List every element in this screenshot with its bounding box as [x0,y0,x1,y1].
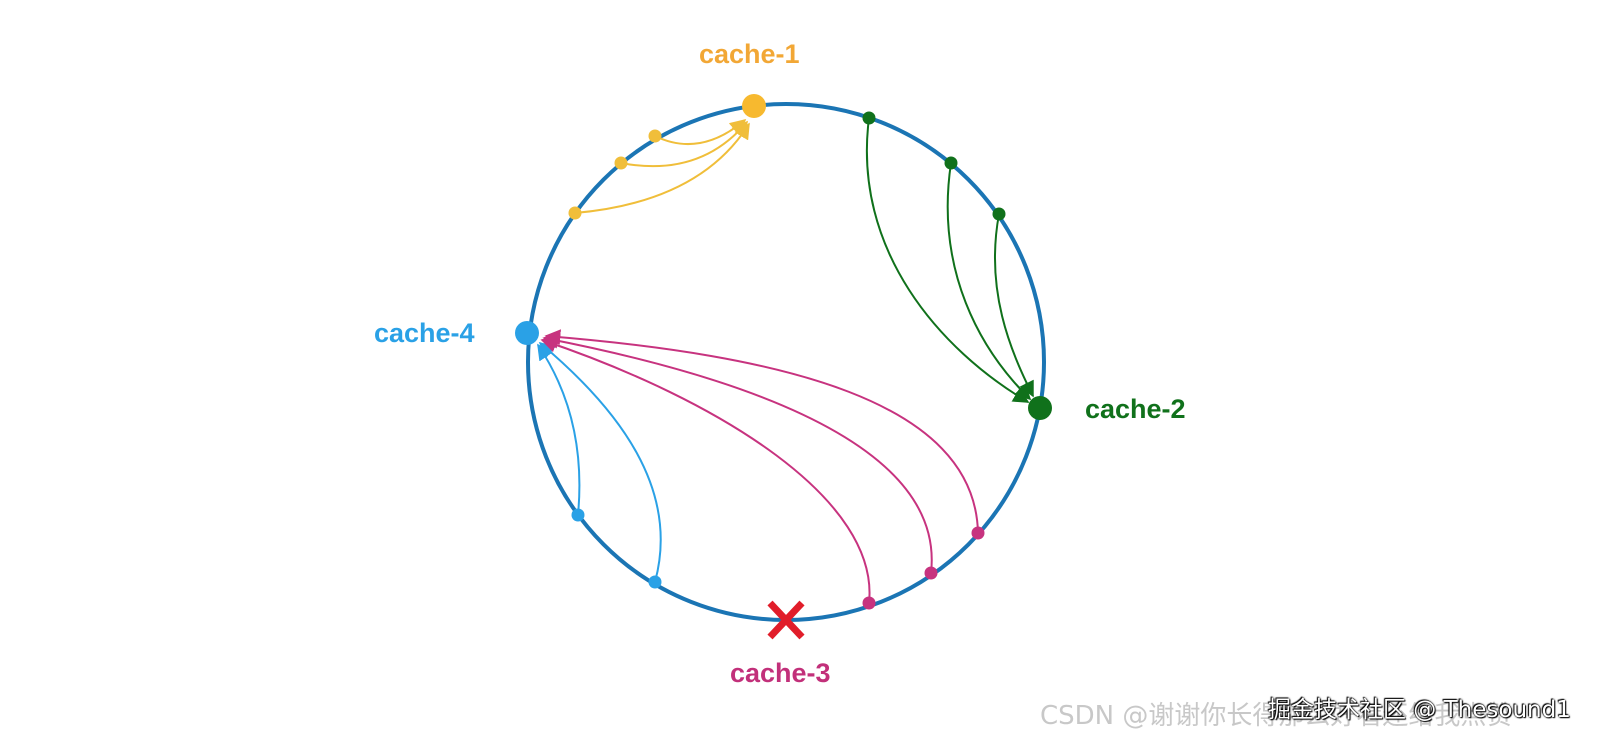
key-group-cache-4-pink [540,329,979,604]
key-mapping-arrow [993,213,1034,398]
cache-4-label: cache-4 [374,318,475,348]
key-dot [924,566,938,580]
key-mapping-arrow [946,162,1032,401]
cache-node-4 [515,321,539,345]
key-dot [614,156,628,170]
key-mapping-arrow [865,117,1030,403]
cache-node-2 [1028,396,1052,420]
key-dot [944,156,958,170]
key-mapping-arrow [574,122,750,214]
cache-node-1 [742,94,766,118]
key-dot [568,206,582,220]
key-dot [648,129,662,143]
juejin-watermark: 掘金技术社区 @ Thesound1 [1268,697,1571,723]
key-mapping-arrow [544,329,979,534]
cross-icon [767,600,805,640]
key-mapping-arrow [537,343,581,516]
hash-ring [526,102,1046,622]
key-dot [862,596,876,610]
key-group-cache-1 [574,118,750,214]
key-dot [571,508,585,522]
csdn-watermark: CSDN @谢谢你长得那么好看还给我点赞 [1040,701,1513,731]
key-dot [992,207,1006,221]
cache-1-label: cache-1 [699,39,800,69]
cache-3-label: cache-3 [730,658,831,688]
key-mapping-arrow [540,337,871,604]
key-mapping-arrow [542,332,933,574]
key-mapping-arrow [538,341,662,583]
key-dot [648,575,662,589]
key-group-cache-4-blue [537,341,662,583]
key-group-cache-2 [865,117,1034,403]
key-dot [862,111,876,125]
key-dot [971,526,985,540]
cache-2-label: cache-2 [1085,394,1186,424]
